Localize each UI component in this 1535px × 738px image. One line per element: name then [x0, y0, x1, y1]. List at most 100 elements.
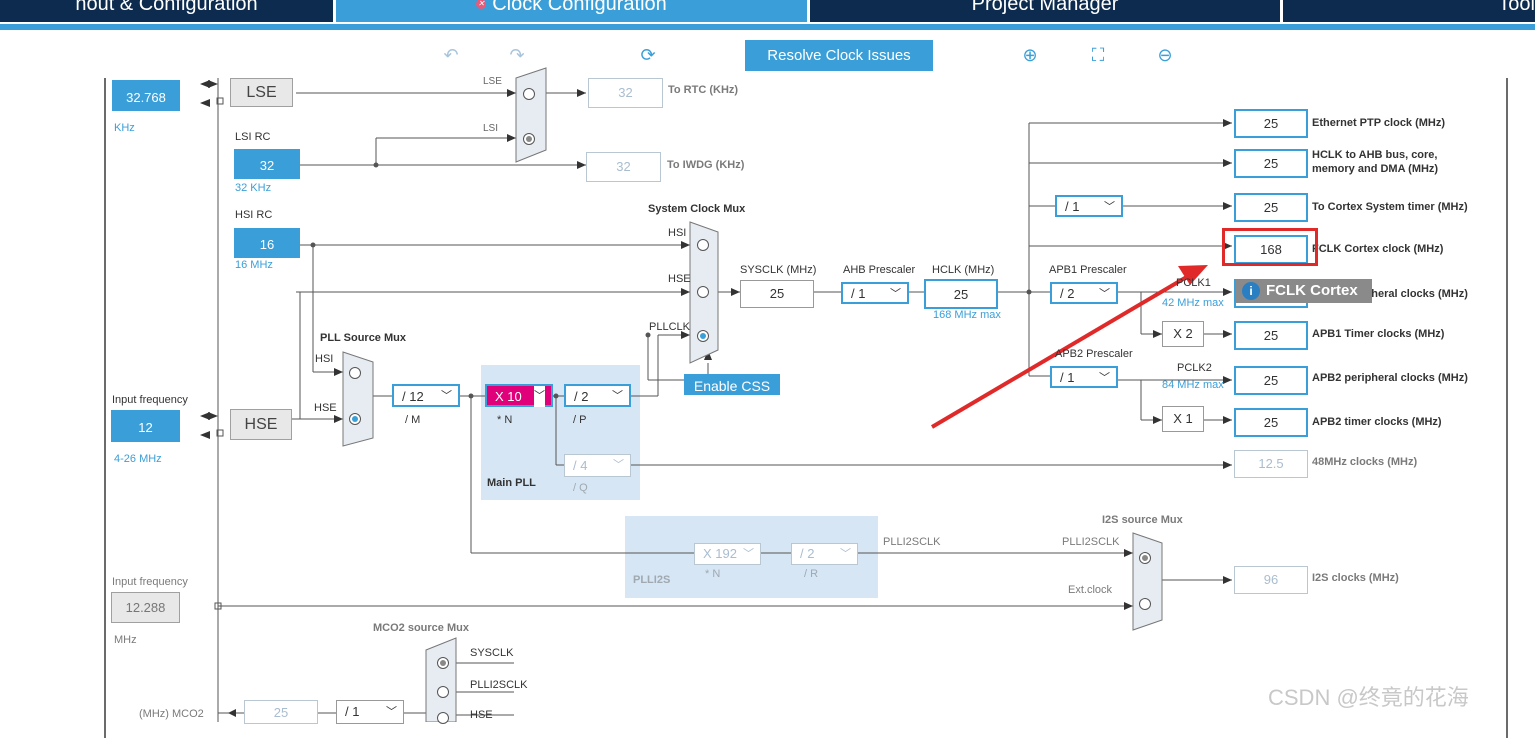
plli2s-n-select[interactable]: X 192﹀ — [694, 543, 761, 565]
iwdg-label: To IWDG (KHz) — [667, 159, 745, 171]
chevron-down-icon: ﹀ — [1099, 288, 1110, 300]
ahb-prescaler-select[interactable]: / 1﹀ — [841, 282, 909, 304]
clock-48mhz-output: 12.5 — [1234, 450, 1308, 478]
apb1-timer-label: APB1 Timer clocks (MHz) — [1312, 328, 1445, 340]
sysclk-label: SYSCLK (MHz) — [740, 264, 817, 276]
fit-screen-icon[interactable]: ⛶ — [1091, 45, 1105, 65]
ethernet-ptp-clock-input[interactable]: 25 — [1234, 109, 1308, 138]
tab-project-manager[interactable]: Project Manager — [810, 0, 1280, 22]
pllsrc-hsi-radio[interactable] — [349, 367, 361, 379]
tab-clock-configuration[interactable]: ✕Clock Configuration — [336, 0, 807, 22]
lse-mux-label: LSE — [483, 76, 502, 87]
hse-source: HSE — [230, 409, 292, 440]
apb2-prescaler-label: APB2 Prescaler — [1055, 348, 1133, 360]
ext-unit: MHz — [114, 634, 137, 646]
sysmux-pllclk-label: PLLCLK — [649, 321, 690, 333]
hclk-label: HCLK (MHz) — [932, 264, 995, 276]
pll-q-divider-select[interactable]: / 4﹀ — [564, 454, 631, 477]
sysclk-value: 25 — [740, 280, 814, 308]
cortex-system-timer-input[interactable]: 25 — [1234, 193, 1308, 222]
enable-css-button[interactable]: Enable CSS — [684, 374, 780, 395]
cortex-system-timer-label: To Cortex System timer (MHz) — [1312, 201, 1468, 213]
cortex-timer-divider-select[interactable]: / 1﹀ — [1055, 195, 1123, 217]
hclk-ahb-clock-input[interactable]: 25 — [1234, 149, 1308, 178]
tab-tools[interactable]: Tool — [1283, 0, 1535, 22]
zoom-in-icon[interactable]: ⊕ — [1022, 45, 1038, 65]
mco2-plli2sclk-radio[interactable] — [437, 686, 449, 698]
pll-source-mux-title: PLL Source Mux — [320, 332, 406, 344]
mco2-mux-title: MCO2 source Mux — [373, 622, 469, 634]
apb2-timer-clock-input[interactable]: 25 — [1234, 408, 1308, 437]
hse-range: 4-26 MHz — [114, 453, 162, 465]
pll-p-divider-select[interactable]: / 2﹀ — [564, 384, 631, 407]
clock-diagram-canvas — [104, 78, 1508, 738]
plli2s-r-label: / R — [804, 568, 819, 580]
resolve-clock-issues-button[interactable]: Resolve Clock Issues — [745, 40, 933, 71]
rtc-label: To RTC (KHz) — [668, 84, 739, 96]
plli2s-n-label: * N — [705, 568, 721, 580]
apb1-timer-clock-input[interactable]: 25 — [1234, 321, 1308, 350]
chevron-down-icon: ﹀ — [612, 390, 623, 402]
hse-frequency-input[interactable]: 12 — [111, 410, 180, 442]
lsi-value: 32 — [234, 149, 300, 179]
tab-underline — [0, 24, 1535, 30]
chevron-down-icon: ﹀ — [613, 459, 624, 471]
iwdg-clock-output: 32 — [586, 152, 661, 182]
mco2-plli2sclk-label: PLLI2SCLK — [470, 679, 528, 691]
chevron-down-icon: ﹀ — [386, 706, 397, 718]
pll-m-divider-select[interactable]: / 12﹀ — [392, 384, 460, 407]
sysmux-pllclk-radio[interactable] — [697, 330, 709, 342]
hclk-input[interactable]: 25 — [924, 279, 998, 309]
lse-frequency-input[interactable]: 32.768 — [112, 80, 180, 111]
fclk-cortex-label: FCLK Cortex clock (MHz) — [1312, 243, 1444, 255]
i2s-ext-radio[interactable] — [1139, 598, 1151, 610]
hclk-ahb-label-2: memory and DMA (MHz) — [1312, 163, 1439, 175]
pllsrc-hse-radio[interactable] — [349, 413, 361, 425]
mco2-hse-radio[interactable] — [437, 712, 449, 724]
chevron-down-icon: ﹀ — [840, 548, 851, 560]
lse-source: LSE — [230, 78, 293, 107]
apb1-prescaler-label: APB1 Prescaler — [1049, 264, 1127, 276]
chevron-down-icon: ﹀ — [441, 390, 452, 402]
plli2sclk-label: PLLI2SCLK — [883, 536, 941, 548]
sysmux-hse-label: HSE — [668, 273, 691, 285]
hclk-max: 168 MHz max — [933, 309, 1001, 321]
pll-m-label: / M — [405, 414, 421, 426]
i2s-plli2sclk-label: PLLI2SCLK — [1062, 536, 1120, 548]
i2s-clock-output: 96 — [1234, 566, 1308, 594]
lse-unit: KHz — [114, 122, 135, 134]
apb2-prescaler-select[interactable]: / 1﹀ — [1050, 366, 1118, 388]
chevron-down-icon: ﹀ — [1104, 201, 1115, 213]
mco2-output: 25 — [244, 700, 318, 724]
sysmux-hsi-radio[interactable] — [697, 239, 709, 251]
chevron-down-icon: ﹀ — [1099, 372, 1110, 384]
mco2-sysclk-label: SYSCLK — [470, 647, 514, 659]
sysmux-hse-radio[interactable] — [697, 286, 709, 298]
i2s-ext-label: Ext.clock — [1068, 584, 1113, 596]
pll-n-multiplier-select[interactable]: X 10﹀ — [485, 384, 553, 407]
lsi-sub: 32 KHz — [235, 182, 272, 194]
i2s-mux-title: I2S source Mux — [1102, 514, 1183, 526]
undo-icon[interactable]: ↶ — [443, 45, 459, 65]
ext-frequency-input[interactable]: 12.288 — [111, 592, 180, 623]
pclk1-label: PCLK1 — [1176, 277, 1211, 289]
apb2-timer-label: APB2 timer clocks (MHz) — [1312, 416, 1442, 428]
apb2-peripheral-clock-input[interactable]: 25 — [1234, 366, 1308, 395]
mco2-label: (MHz) MCO2 — [139, 708, 204, 720]
annotation-highlight-box — [1222, 228, 1318, 266]
lse-mux-radio[interactable] — [523, 88, 535, 100]
zoom-out-icon[interactable]: ⊖ — [1157, 45, 1173, 65]
mco2-divider-select[interactable]: / 1﹀ — [336, 700, 404, 724]
tab-pinout-configuration[interactable]: nout & Configuration — [0, 0, 333, 22]
lsi-mux-radio[interactable] — [523, 133, 535, 145]
i2s-plli2sclk-radio[interactable] — [1139, 552, 1151, 564]
plli2s-r-select[interactable]: / 2﹀ — [791, 543, 858, 565]
plli2s-title: PLLI2S — [633, 574, 671, 586]
apb1-prescaler-select[interactable]: / 2﹀ — [1050, 282, 1118, 304]
refresh-icon[interactable]: ⟳ — [640, 45, 656, 65]
ahb-prescaler-label: AHB Prescaler — [843, 264, 916, 276]
redo-icon[interactable]: ↷ — [509, 45, 525, 65]
ext-input-title: Input frequency — [112, 576, 188, 588]
mco2-sysclk-radio[interactable] — [437, 657, 449, 669]
